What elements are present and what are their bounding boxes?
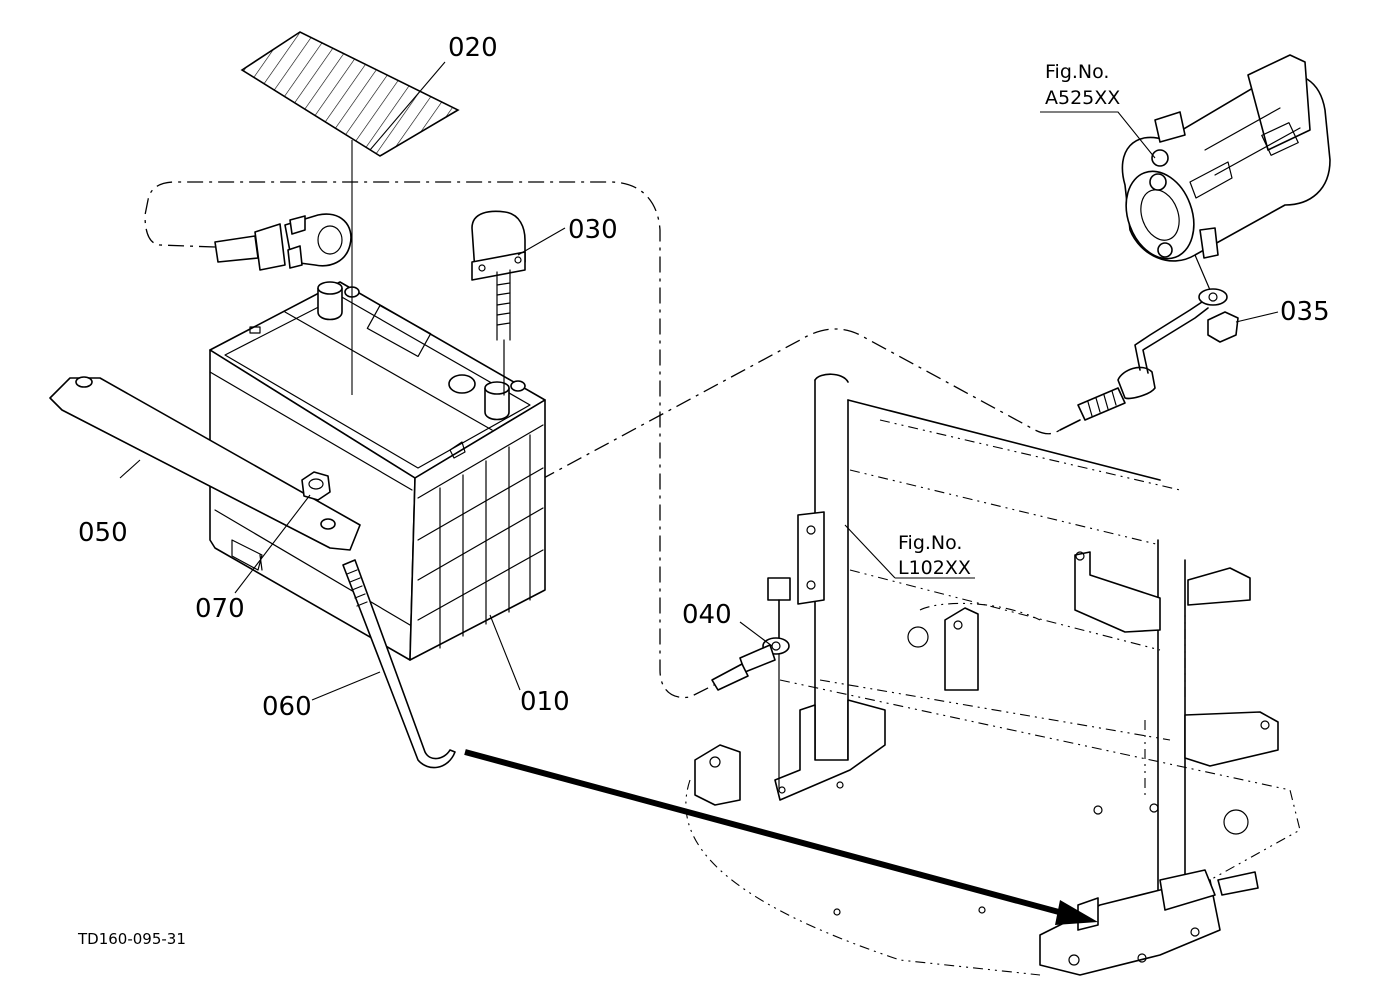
fig-ref-l-title: Fig.No.	[898, 532, 962, 554]
part-030-cover	[471, 210, 526, 396]
part-050-holddown	[49, 376, 361, 551]
leader-lines	[119, 61, 1279, 701]
part-035-cable	[1059, 288, 1239, 431]
mounting-arrow	[464, 749, 1098, 925]
starter-motor	[1121, 54, 1331, 291]
label-020: 020	[448, 33, 498, 63]
label-010: 010	[520, 687, 570, 717]
part-040-terminal	[711, 577, 791, 791]
fig-ref-a-title: Fig.No.	[1045, 61, 1109, 83]
part-070-nut	[301, 471, 331, 501]
battery-grid	[417, 424, 544, 649]
label-060: 060	[262, 692, 312, 722]
part-060-jbolt	[342, 559, 456, 769]
fig-ref-l-code: L102XX	[898, 557, 971, 579]
drawing-code: TD160-095-31	[77, 930, 186, 948]
fig-ref-a-code: A525XX	[1045, 87, 1120, 109]
label-035: 035	[1280, 297, 1330, 327]
part-020-label	[240, 31, 460, 395]
negative-terminal-clamp	[214, 213, 352, 271]
label-030: 030	[568, 215, 618, 245]
label-070: 070	[195, 594, 245, 624]
label-050: 050	[78, 518, 128, 548]
frame-assembly	[685, 373, 1301, 976]
label-040: 040	[682, 600, 732, 630]
cable-routing	[144, 181, 1061, 699]
